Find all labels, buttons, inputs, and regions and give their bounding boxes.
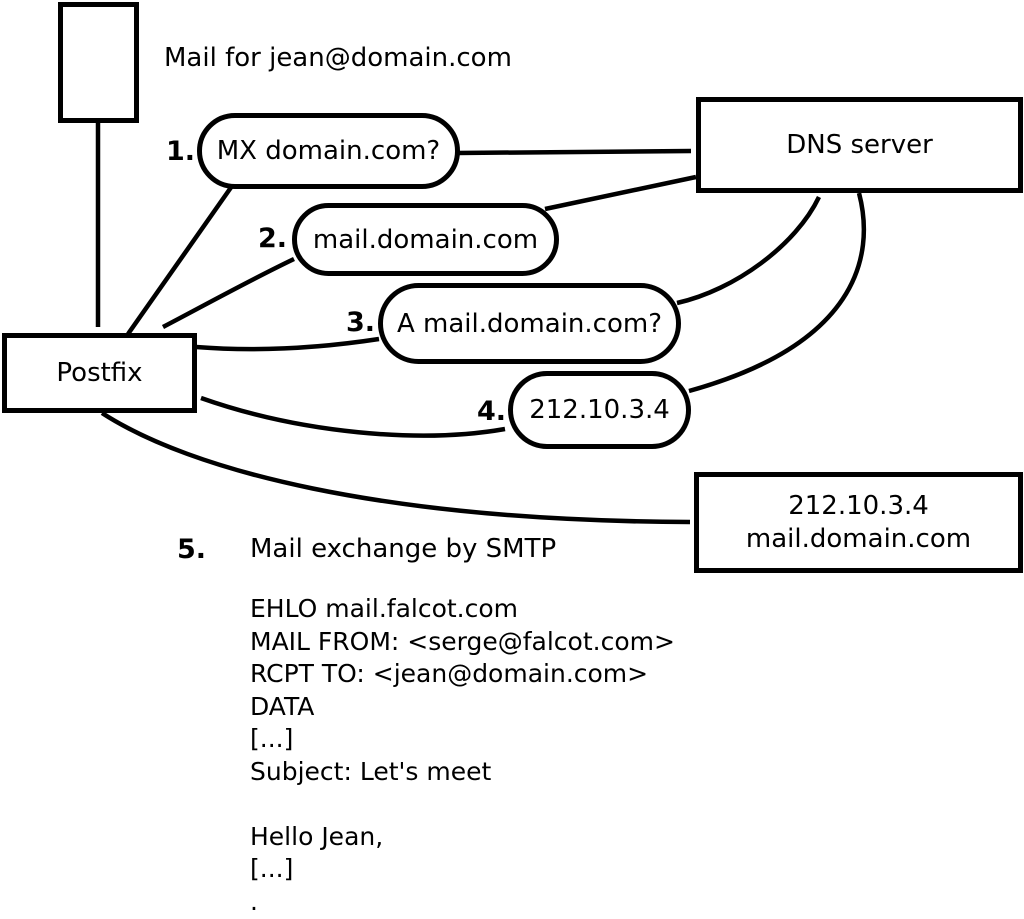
- arrow-query3-to-dns: [676, 196, 822, 306]
- query-a-pill: A mail.domain.com?: [378, 283, 681, 364]
- step-3-number: 3.: [345, 307, 375, 338]
- mail-note-label: Mail for jean@domain.com: [164, 43, 512, 73]
- answer-a-pill: 212.10.3.4: [508, 371, 691, 449]
- line-postfix-to-query1: [126, 184, 234, 336]
- answer-mx-pill: mail.domain.com: [292, 203, 559, 276]
- step-5-label: Mail exchange by SMTP: [250, 534, 557, 564]
- postfix-label: Postfix: [56, 358, 143, 388]
- dns-server-label: DNS server: [786, 130, 933, 160]
- query-mx-label: MX domain.com?: [216, 136, 441, 166]
- mail-message-icon: [58, 2, 139, 123]
- arrow-postfix-to-mailserver: [100, 411, 691, 525]
- postfix-node: Postfix: [2, 333, 197, 413]
- mail-server-node: 212.10.3.4 mail.domain.com: [694, 472, 1023, 573]
- line-dns-to-answer2: [544, 174, 697, 212]
- query-a-label: A mail.domain.com?: [397, 308, 662, 339]
- line-postfix-to-query3: [195, 336, 380, 352]
- dns-server-node: DNS server: [696, 97, 1023, 193]
- step-5-number: 5.: [176, 534, 206, 565]
- line-dns-to-answer4: [688, 192, 867, 394]
- answer-a-label: 212.10.3.4: [529, 395, 670, 425]
- step-2-number: 2.: [257, 223, 287, 254]
- step-4-number: 4.: [476, 396, 506, 427]
- arrow-answer2-to-postfix: [161, 256, 295, 329]
- smtp-session-text: EHLO mail.falcot.com MAIL FROM: <serge@f…: [250, 594, 675, 916]
- answer-mx-label: mail.domain.com: [312, 224, 539, 255]
- mail-server-ip: 212.10.3.4: [788, 490, 929, 521]
- arrow-query1-to-dns: [456, 148, 692, 156]
- mail-server-hostname: mail.domain.com: [745, 523, 972, 554]
- query-mx-pill: MX domain.com?: [197, 113, 460, 189]
- arrow-answer4-to-postfix: [200, 395, 506, 438]
- step-1-number: 1.: [165, 136, 195, 167]
